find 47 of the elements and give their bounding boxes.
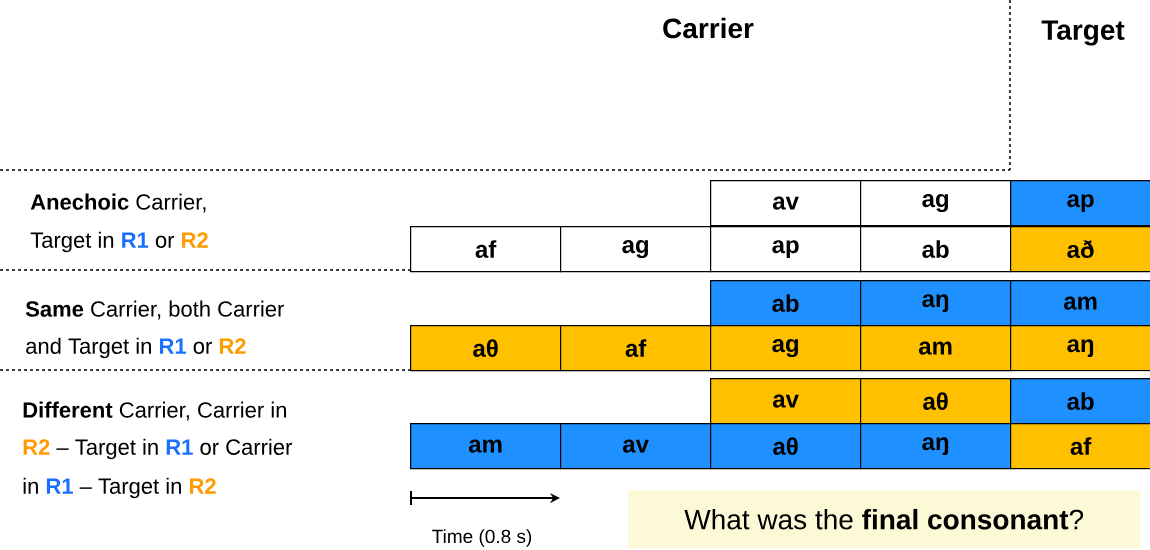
syllable-cell: af: [410, 226, 562, 273]
syllable-cell: aŋ: [860, 280, 1012, 327]
syllable-cell: ap: [710, 226, 862, 273]
heading: Target: [1041, 20, 1125, 46]
row-label: Same Carrier, both Carrier: [25, 300, 284, 320]
region-label: R2: [219, 338, 246, 354]
syllable-cell: ag: [560, 226, 712, 273]
row-label: Different Carrier, Carrier in: [23, 401, 286, 421]
syllable-cell: af: [560, 325, 712, 372]
syllable-cell: ab: [710, 280, 862, 327]
region-label: R2: [190, 478, 216, 494]
row-label: – Target in: [56, 438, 158, 460]
syllable-cell: aŋ: [860, 423, 1012, 470]
heading: Carrier: [663, 17, 754, 39]
syllable-cell: ap: [1010, 180, 1150, 227]
row-label: Target in: [30, 231, 114, 253]
row-label: or: [193, 341, 212, 354]
syllable-cell: ag: [710, 325, 862, 372]
syllable-cell: am: [860, 325, 1012, 372]
syllable-cell: ab: [1010, 378, 1150, 425]
row-label: – Target in: [79, 477, 181, 499]
region-label: R2: [182, 232, 208, 248]
row-label: and Target in: [26, 337, 151, 359]
region-label: R1: [46, 478, 73, 494]
syllable-cell: aŋ: [1010, 325, 1150, 372]
syllable-cell: aθ: [860, 378, 1012, 425]
question-box: What was the final consonant?: [628, 490, 1141, 549]
syllable-cell: aθ: [410, 325, 562, 372]
syllable-cell: av: [560, 423, 712, 470]
syllable-cell: af: [1010, 423, 1150, 470]
syllable-cell: av: [710, 378, 862, 425]
syllable-cell: aθ: [710, 423, 862, 470]
region-label: R1: [166, 439, 193, 455]
region-label: R2: [23, 439, 50, 455]
syllable-cell: av: [710, 180, 862, 227]
region-label: R1: [160, 338, 186, 354]
row-label: or Carrier: [200, 438, 292, 455]
time-label: Time (0.8 s): [432, 529, 532, 547]
syllable-cell: að: [1010, 226, 1150, 273]
syllable-cell: am: [1010, 280, 1150, 327]
syllable-cell: ag: [860, 180, 1012, 227]
row-label: in: [23, 477, 38, 494]
syllable-cell: ab: [860, 226, 1012, 273]
row-label: Anechoic Carrier,: [30, 193, 206, 213]
row-label: or: [155, 235, 175, 248]
syllable-cell: am: [410, 423, 562, 470]
region-label: R1: [122, 232, 149, 248]
